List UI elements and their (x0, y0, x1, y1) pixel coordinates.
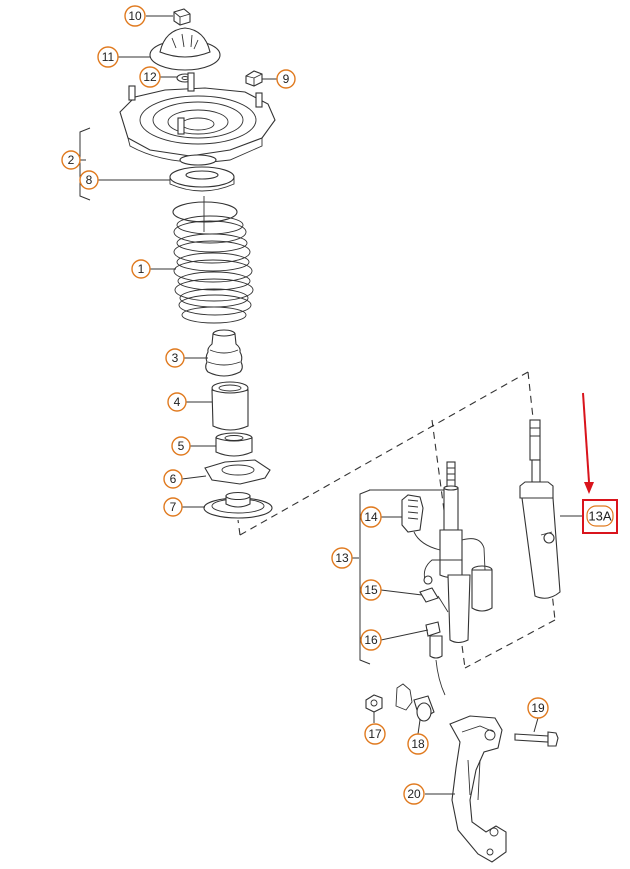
part-isolator-7 (203, 491, 273, 519)
callout-label-1: 1 (138, 262, 145, 276)
part-strut-mount-2 (119, 72, 276, 166)
leader-lines (79, 15, 583, 795)
callout-18: 18 (407, 733, 429, 755)
callout-label-12: 12 (143, 70, 157, 84)
callout-label-2: 2 (68, 153, 75, 167)
callout-16: 16 (360, 629, 382, 651)
callout-11: 11 (97, 46, 119, 68)
callout-label-8: 8 (86, 173, 93, 187)
callout-label-13a: 13A (588, 509, 611, 524)
callout-17: 17 (364, 723, 386, 745)
highlight-arrow (582, 392, 594, 494)
callout-label-7: 7 (170, 500, 177, 514)
callout-1: 1 (131, 259, 151, 279)
part-nut-9 (245, 70, 263, 87)
callout-10: 10 (124, 5, 146, 27)
callout-label-3: 3 (172, 351, 179, 365)
part-spring-seat-6 (204, 459, 271, 485)
part-shock-absorber-13a (519, 419, 561, 599)
part-bracket-20 (365, 683, 559, 863)
callout-20: 20 (403, 783, 425, 805)
callout-6: 6 (163, 469, 183, 489)
callout-7: 7 (163, 497, 183, 517)
callout-5: 5 (171, 436, 191, 456)
callout-4: 4 (167, 392, 187, 412)
part-dust-boot-4 (211, 381, 249, 431)
part-coil-spring-1 (172, 196, 254, 324)
dashed-assembly-boundary (237, 371, 556, 669)
callout-label-9: 9 (283, 72, 290, 86)
callout-label-11: 11 (102, 50, 115, 64)
part-washer-8 (169, 166, 235, 192)
callout-label-17: 17 (368, 727, 382, 741)
callout-8: 8 (79, 170, 99, 190)
callout-19: 19 (527, 697, 549, 719)
callout-label-10: 10 (128, 9, 142, 23)
callout-label-18: 18 (411, 737, 425, 751)
callout-label-4: 4 (174, 395, 181, 409)
callout-label-15: 15 (364, 583, 378, 597)
part-bump-stop-3 (205, 329, 243, 377)
callout-label-20: 20 (407, 787, 421, 801)
callout-13: 13 (331, 547, 353, 569)
callout-14: 14 (360, 506, 382, 528)
callout-label-16: 16 (364, 633, 378, 647)
callout-label-14: 14 (364, 510, 378, 524)
callout-3: 3 (165, 348, 185, 368)
part-bearing-cap-11 (149, 27, 221, 71)
callout-9: 9 (276, 69, 296, 89)
callout-label-6: 6 (170, 472, 177, 486)
callout-label-13: 13 (335, 551, 349, 565)
callout-label-5: 5 (178, 439, 185, 453)
callout-label-19: 19 (531, 701, 545, 715)
callout-15: 15 (360, 579, 382, 601)
callout-13a-highlighted: 13A (582, 499, 618, 534)
callout-12: 12 (139, 66, 161, 88)
part-shock-absorber-13 (401, 461, 493, 696)
part-nut-10 (173, 8, 191, 26)
part-bushing-5 (215, 432, 253, 457)
callout-2: 2 (61, 150, 81, 170)
